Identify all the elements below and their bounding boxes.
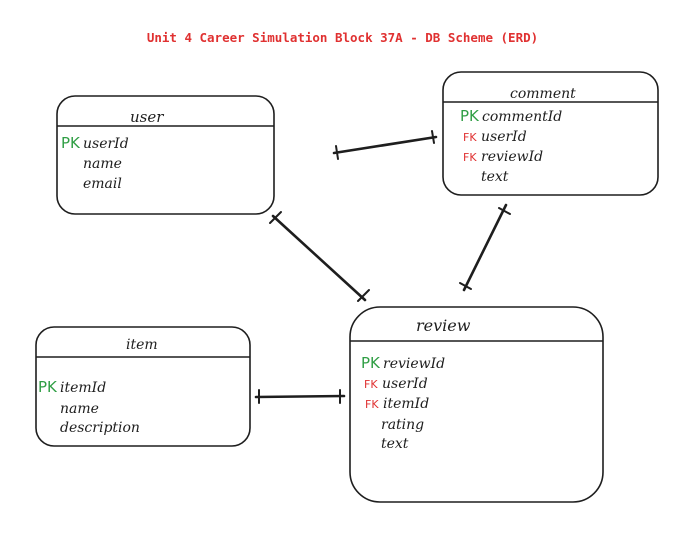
comment-box (442, 71, 659, 196)
comment-fk-field: reviewId (481, 149, 543, 165)
review-pk-field: reviewId (383, 356, 445, 372)
item-field: name (60, 401, 99, 417)
comment-fk-tag: FK (463, 131, 477, 144)
user-pk-tag: PK (61, 134, 81, 152)
user-field: name (83, 156, 122, 172)
review-pk-tag: PK (361, 354, 381, 372)
review-fk-field: userId (382, 376, 428, 392)
comment-pk-tag: PK (460, 107, 480, 125)
item-name: item (126, 337, 158, 353)
relation-item-review (254, 389, 346, 404)
relation-line (462, 203, 508, 292)
user-box (56, 95, 275, 215)
item-pk-tag: PK (38, 378, 58, 396)
review-field: text (381, 436, 409, 452)
comment-field: text (481, 169, 509, 185)
review-fk-tag: FK (365, 398, 379, 411)
relation-end-tick (269, 211, 282, 224)
entity-review[interactable]: review PK reviewId FK userId FK itemId r… (349, 306, 604, 503)
relation-end-tick (431, 130, 435, 144)
relation-user-comment (332, 130, 438, 160)
relation-end-tick (335, 145, 339, 160)
item-field: description (60, 420, 140, 436)
entity-item[interactable]: item PK itemId name description (35, 326, 251, 447)
relation-line (271, 214, 367, 302)
diagram-title: Unit 4 Career Simulation Block 37A - DB … (146, 30, 539, 45)
entity-comment[interactable]: comment PK commentId FK userId FK review… (442, 71, 659, 196)
comment-fk-field: userId (481, 129, 527, 145)
review-fk-tag: FK (364, 378, 378, 391)
relation-user-review (269, 211, 370, 302)
review-field: rating (381, 417, 424, 433)
comment-name: comment (510, 86, 576, 102)
user-field: email (83, 176, 122, 192)
user-pk-field: userId (83, 136, 129, 152)
relation-line (332, 135, 438, 155)
relation-comment-review (459, 203, 511, 292)
item-pk-field: itemId (60, 380, 106, 396)
entity-user[interactable]: user PK userId name email (56, 95, 275, 215)
relation-end-tick (357, 289, 370, 302)
review-fk-field: itemId (383, 396, 429, 412)
review-name: review (416, 316, 471, 335)
comment-pk-field: commentId (482, 109, 562, 125)
comment-fk-tag: FK (463, 151, 477, 164)
user-name: user (130, 108, 164, 126)
review-box (349, 306, 604, 503)
item-box (35, 326, 251, 447)
relation-line (254, 394, 346, 399)
relation-end-tick (459, 282, 472, 290)
relation-end-tick (498, 207, 511, 215)
